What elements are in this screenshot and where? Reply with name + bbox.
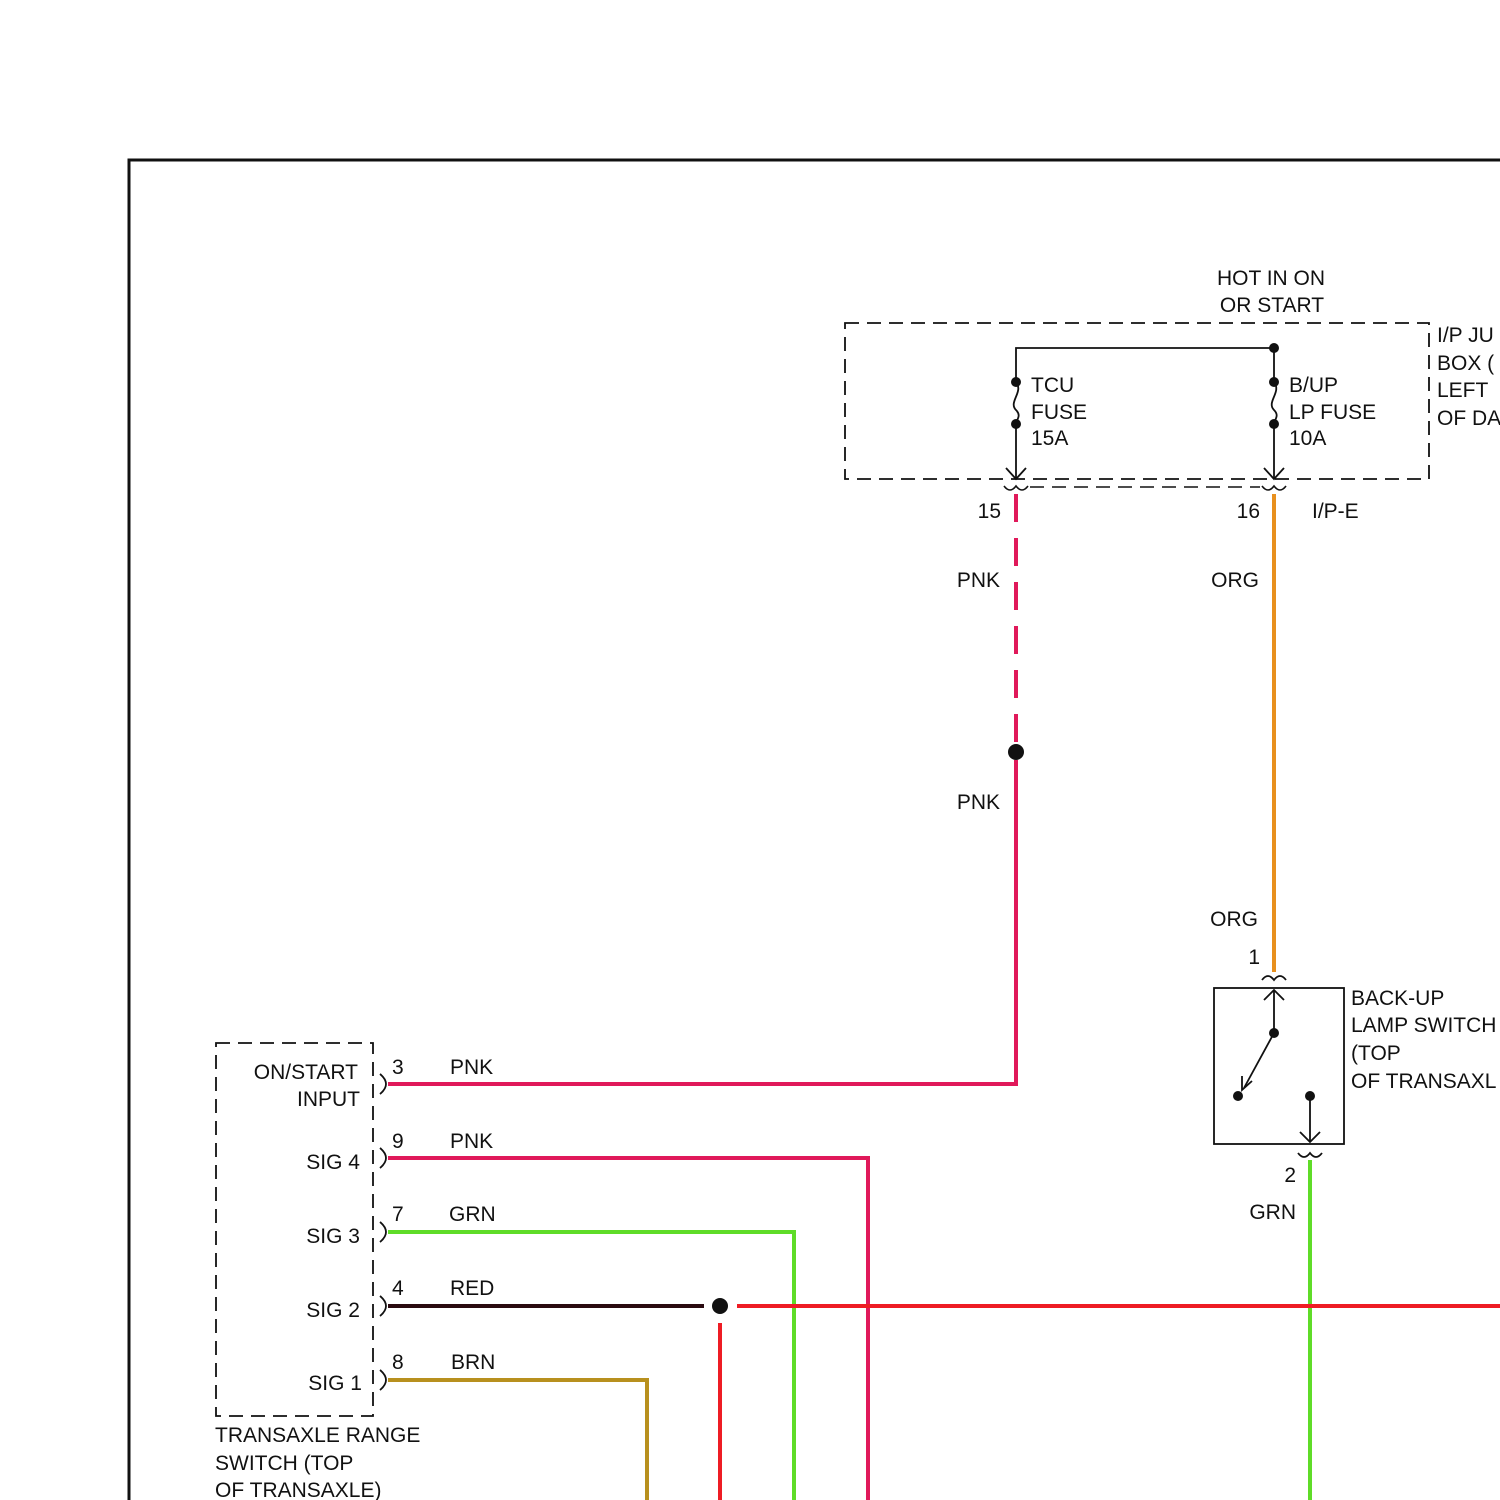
- pnk-wire-to-range-switch: [388, 760, 1016, 1084]
- backup-switch-contact-a: [1233, 1091, 1243, 1101]
- range-pin-sig4-name: SIG 4: [306, 1151, 360, 1174]
- junction-box-label-line4: OF DA: [1437, 407, 1500, 430]
- bus-splice-dot: [1269, 343, 1279, 353]
- sig2-splice-dot: [712, 1298, 728, 1314]
- sig3-grn-wire: [388, 1232, 794, 1500]
- range-pin-sig2-name: SIG 2: [306, 1299, 360, 1322]
- range-switch-label-line3: OF TRANSAXLE): [215, 1479, 381, 1500]
- range-wire-8-color: BRN: [451, 1351, 495, 1374]
- range-wire-4-color: RED: [450, 1277, 494, 1300]
- tcu-fuse-symbol: [1004, 377, 1028, 490]
- bup-fuse-symbol: [1262, 377, 1286, 490]
- range-pin-sig3-name: SIG 3: [306, 1225, 360, 1248]
- tcu-fuse-label-line3: 15A: [1031, 427, 1068, 450]
- backup-switch-label-line3: (TOP: [1351, 1042, 1401, 1065]
- grn-backup-wire-label: GRN: [1249, 1201, 1296, 1224]
- connector-ip-e-label: I/P-E: [1312, 500, 1359, 523]
- bup-fuse-label-line1: B/UP: [1289, 374, 1338, 397]
- bup-fuse-label-line3: 10A: [1289, 427, 1326, 450]
- backup-switch-label-line1: BACK-UP: [1351, 987, 1444, 1010]
- pnk-wire-label-upper: PNK: [957, 569, 1000, 592]
- backup-switch-symbol: [1214, 976, 1344, 1157]
- range-switch-label-line1: TRANSAXLE RANGE: [215, 1424, 420, 1447]
- sig1-brn-wire: [388, 1380, 647, 1500]
- power-source-label-line1: HOT IN ON: [1217, 267, 1325, 290]
- backup-switch-label-line4: OF TRANSAXL: [1351, 1070, 1496, 1093]
- range-pin-onstart-name-line2: INPUT: [297, 1088, 360, 1111]
- range-pin-3-number: 3: [392, 1056, 404, 1079]
- backup-switch-pin-2: 2: [1284, 1164, 1296, 1187]
- range-pin-4-number: 4: [392, 1277, 404, 1300]
- tcu-fuse-label-line1: TCU: [1031, 374, 1074, 397]
- backup-switch-pivot: [1269, 1028, 1279, 1038]
- range-wire-3-color: PNK: [450, 1056, 493, 1079]
- tcu-fuse-label-line2: FUSE: [1031, 401, 1087, 424]
- range-pin-9-number: 9: [392, 1130, 404, 1153]
- pnk-splice-dot: [1008, 744, 1024, 760]
- junction-box-label-line1: I/P JU: [1437, 324, 1494, 347]
- range-pin-sig1-name: SIG 1: [308, 1372, 362, 1395]
- org-wire-label-lower: ORG: [1210, 908, 1258, 931]
- range-pin-7-number: 7: [392, 1203, 404, 1226]
- org-wire-label-upper: ORG: [1211, 569, 1259, 592]
- pnk-wire-label-lower: PNK: [957, 791, 1000, 814]
- terminal-16-label: 16: [1237, 500, 1260, 523]
- bup-fuse-label-line2: LP FUSE: [1289, 401, 1376, 424]
- range-pin-8-number: 8: [392, 1351, 404, 1374]
- backup-switch-label-line2: LAMP SWITCH: [1351, 1014, 1496, 1037]
- backup-switch-contact-b: [1305, 1091, 1315, 1101]
- range-switch-label-line2: SWITCH (TOP: [215, 1452, 353, 1475]
- range-pin-onstart-name-line1: ON/START: [254, 1061, 358, 1084]
- backup-switch-pin-1: 1: [1248, 946, 1260, 969]
- power-source-label-line2: OR START: [1220, 294, 1324, 317]
- range-switch-pin-connectors: [380, 1074, 386, 1390]
- range-wire-9-color: PNK: [450, 1130, 493, 1153]
- terminal-15-label: 15: [978, 500, 1001, 523]
- range-wire-7-color: GRN: [449, 1203, 496, 1226]
- junction-box-label-line3: LEFT: [1437, 379, 1489, 402]
- junction-box-label-line2: BOX (: [1437, 352, 1494, 375]
